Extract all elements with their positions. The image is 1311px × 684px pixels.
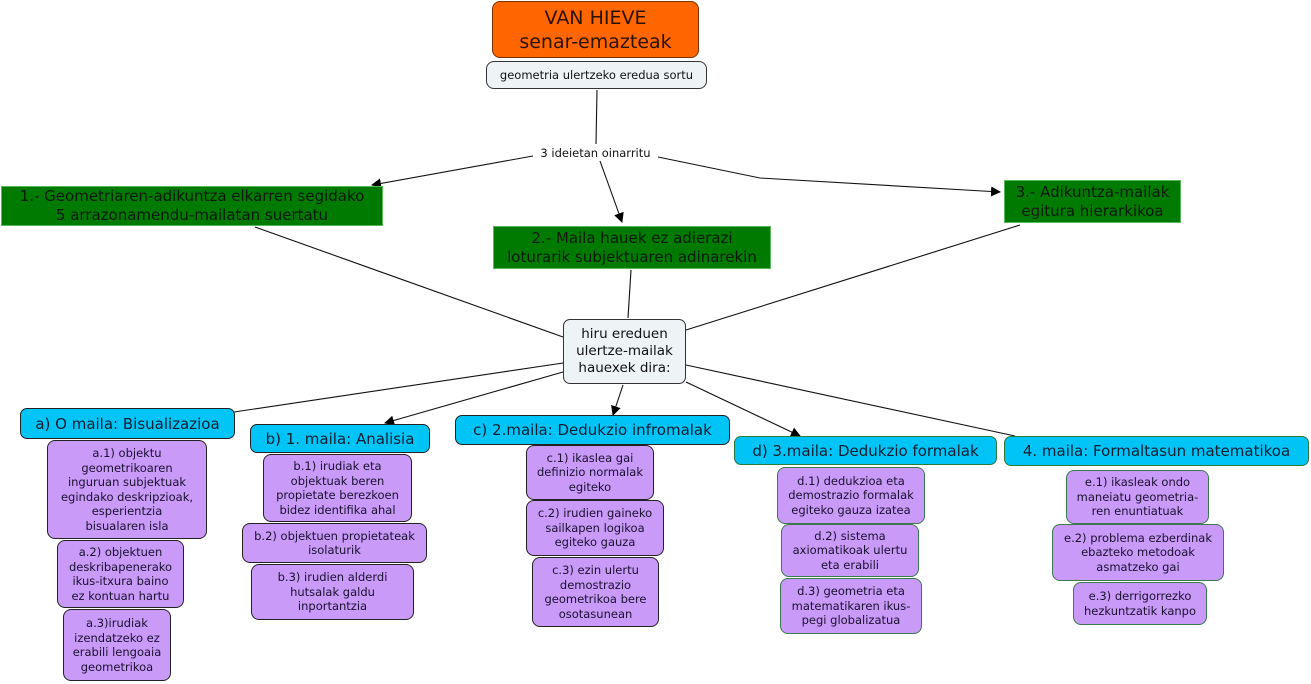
item-node-b2[interactable]: b.2) objektuen propietateak isolaturik: [242, 523, 427, 563]
idea-node-3[interactable]: 3.- Adikuntza-mailak egitura hierarkikoa: [1004, 180, 1181, 223]
center-node[interactable]: hiru ereduen ulertze-mailak hauexek dira…: [563, 319, 686, 384]
edge-center-to-level-e: [685, 364, 1016, 437]
item-node-c1[interactable]: c.1) ikaslea gai definizio normalak egit…: [526, 445, 654, 500]
edge-label-to-idea-3: [657, 156, 1001, 197]
edge-label-to-idea-2: [599, 160, 624, 223]
item-node-a1[interactable]: a.1) objektu geometrikoaren inguruan sub…: [47, 440, 207, 539]
edge-center-to-level-a: [233, 362, 564, 413]
level-node-d[interactable]: d) 3.maila: Dedukzio formalak: [734, 436, 997, 465]
title-line-2: senar-emazteak: [519, 30, 672, 53]
item-node-a3[interactable]: a.3)irudiak izendatzeko ez erabili lengo…: [63, 609, 171, 681]
subtitle-node[interactable]: geometria ulertzeko eredua sortu: [486, 61, 707, 89]
item-node-b3[interactable]: b.3) irudien alderdi hutsalak galdu inpo…: [251, 564, 414, 620]
item-node-c3[interactable]: c.3) ezin ulertu demostrazio geometrikoa…: [532, 557, 659, 627]
edge-idea-2-to-center: [627, 269, 632, 319]
item-node-e3[interactable]: e.3) derrigorrezko hezkuntzatik kanpo: [1073, 582, 1207, 625]
idea-node-1[interactable]: 1.- Geometriaren-adikuntza elkarren segi…: [1, 186, 383, 226]
level-node-e[interactable]: 4. maila: Formaltasun matematikoa: [1004, 436, 1309, 466]
link-label: 3 ideietan oinarritu: [533, 144, 658, 161]
title-node[interactable]: VAN HIEVE senar-emazteak: [492, 1, 699, 58]
item-node-e2[interactable]: e.2) problema ezberdinak ebazteko metodo…: [1052, 524, 1224, 581]
item-node-d1[interactable]: d.1) dedukzioa eta demostrazio formalak …: [777, 467, 925, 524]
item-node-d2[interactable]: d.2) sistema axiomatikoak ulertu eta era…: [781, 524, 919, 577]
level-node-b[interactable]: b) 1. maila: Analisia: [250, 424, 430, 453]
idea-node-2[interactable]: 2.- Maila hauek ez adierazi loturarik su…: [493, 226, 771, 269]
edge-label-to-idea-1: [371, 155, 534, 189]
edge-subtitle-to-label: [595, 89, 598, 145]
level-node-a[interactable]: a) O maila: Bisualizazioa: [20, 408, 235, 439]
item-node-b1[interactable]: b.1) irudiak eta objektuak beren propiet…: [263, 454, 412, 522]
level-node-c[interactable]: c) 2.maila: Dedukzio infromalak: [455, 415, 730, 445]
item-node-a2[interactable]: a.2) objektuen deskribapenerako ikus-itx…: [57, 540, 184, 608]
item-node-e1[interactable]: e.1) ikasleak ondo maneiatu geometria- r…: [1066, 470, 1209, 524]
edge-center-to-level-c: [611, 384, 624, 416]
title-line-1: VAN HIEVE: [544, 6, 647, 29]
item-node-c2[interactable]: c.2) irudien gaineko sailkapen logikoa e…: [526, 500, 664, 556]
item-node-d3[interactable]: d.3) geometria eta matematikaren ikus- p…: [780, 578, 922, 634]
